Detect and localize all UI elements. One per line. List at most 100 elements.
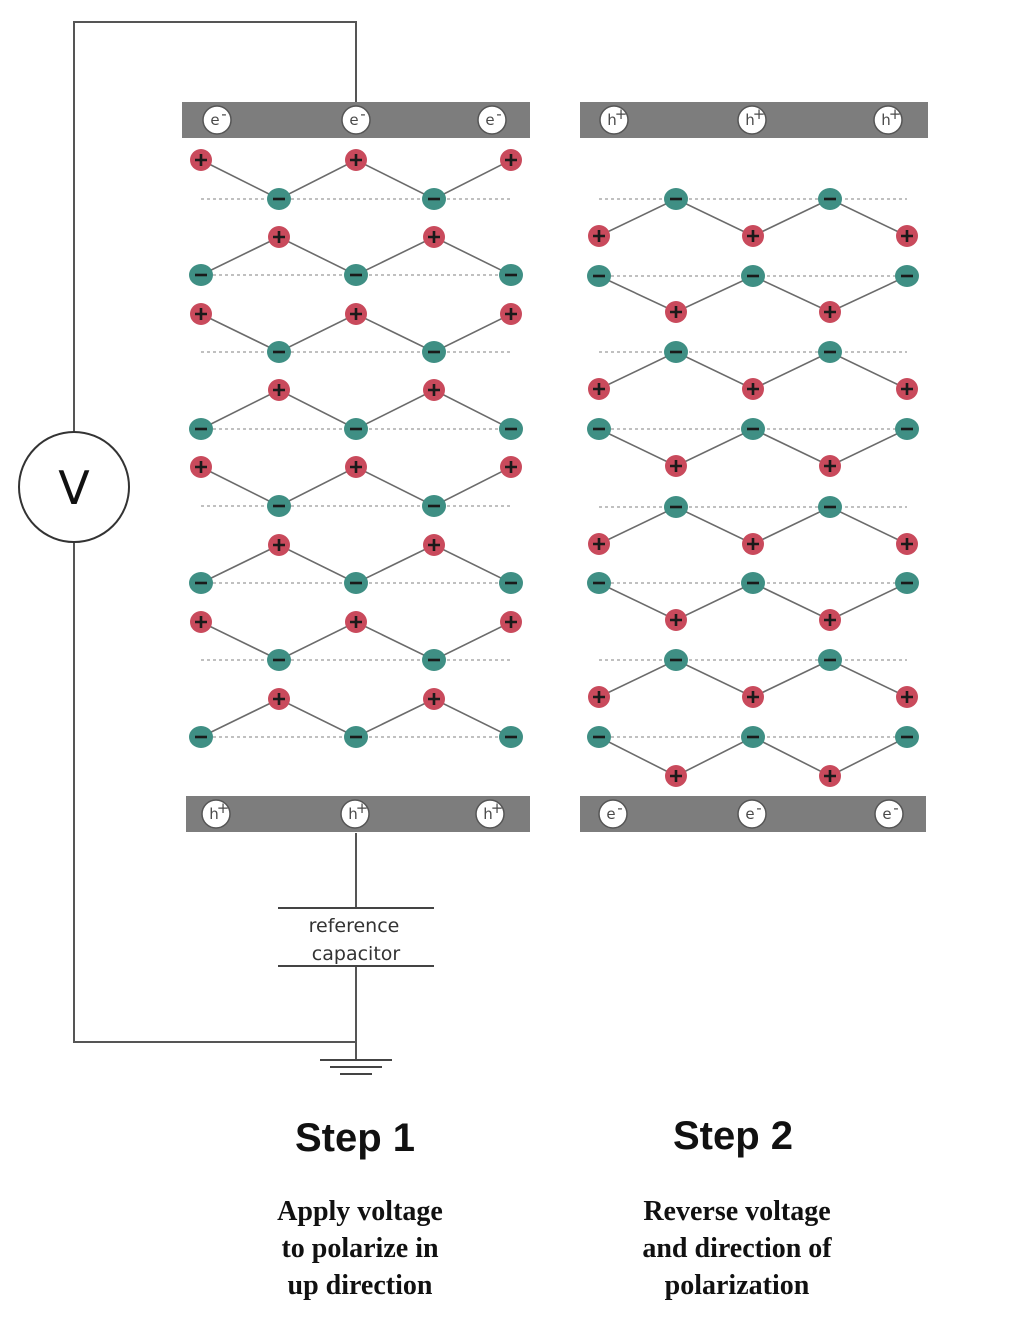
step2-ion-1 (588, 225, 610, 247)
step1-lattice (189, 149, 523, 748)
svg-text:e: e (745, 805, 754, 823)
step1-ion-9 (422, 341, 446, 363)
step2-bottom-charge-1: e- (598, 799, 628, 829)
step1-ion-5 (500, 149, 522, 171)
step1-ion-31 (189, 572, 213, 594)
step2-ion-10 (896, 378, 918, 400)
step2-description-line3: polarization (664, 1270, 810, 1301)
step2-ion-18 (742, 686, 764, 708)
step2-lattice (587, 188, 919, 787)
svg-text:e: e (210, 111, 219, 129)
step2-top-charge-2: h+ (737, 105, 767, 135)
step2-ion-20 (896, 686, 918, 708)
svg-text:h: h (348, 805, 358, 823)
circuit-wires (73, 21, 357, 1060)
svg-text:e: e (485, 111, 494, 129)
step1-ion-22 (268, 226, 290, 248)
step2-ion-22 (665, 301, 687, 323)
svg-text:-: - (617, 799, 622, 817)
step1-bottom-charge-1: h+ (201, 799, 231, 829)
step2-ion-26 (587, 418, 611, 440)
step2-ion-9 (818, 341, 842, 363)
step1-ion-10 (500, 303, 522, 325)
step2-ion-32 (665, 609, 687, 631)
step1-ion-40 (499, 726, 523, 748)
svg-text:h: h (483, 805, 493, 823)
svg-text:+: + (753, 105, 766, 123)
step2-ion-29 (819, 455, 841, 477)
step2-ions (587, 188, 919, 787)
step1-ion-6 (190, 303, 212, 325)
step2-ion-11 (588, 533, 610, 555)
step1-ion-33 (344, 572, 368, 594)
step1-ion-28 (344, 418, 368, 440)
step2-description-line2: and direction of (642, 1233, 832, 1264)
svg-text:e: e (882, 805, 891, 823)
svg-text:+: + (217, 799, 230, 817)
step1-description-line2: to polarize in (281, 1233, 439, 1264)
step1-ion-27 (268, 379, 290, 401)
step1-ion-7 (267, 341, 291, 363)
step1-ion-29 (423, 379, 445, 401)
svg-text:+: + (615, 105, 628, 123)
step1-ion-14 (422, 495, 446, 517)
step1-ion-37 (268, 688, 290, 710)
svg-text:h: h (881, 111, 891, 129)
svg-text:-: - (496, 105, 501, 123)
step1-ion-23 (344, 264, 368, 286)
step1-ions (189, 149, 523, 748)
reference-capacitor: reference capacitor (278, 907, 434, 967)
step1-top-charge-1: e- (202, 105, 232, 135)
step1-description-line3: up direction (287, 1270, 433, 1301)
svg-text:-: - (756, 799, 761, 817)
step2-bottom-plate: e-e-e- (580, 796, 926, 832)
step1-ion-11 (190, 456, 212, 478)
step1-ion-3 (345, 149, 367, 171)
step1-description: Apply voltage to polarize in up directio… (210, 1193, 510, 1304)
svg-text:e: e (606, 805, 615, 823)
svg-text:h: h (209, 805, 219, 823)
step1-ion-20 (500, 611, 522, 633)
step2-ion-5 (896, 225, 918, 247)
step2-ion-12 (664, 496, 688, 518)
capacitor-label-line1: reference (309, 915, 400, 937)
step2-ion-35 (895, 572, 919, 594)
step2-bottom-charge-3: e- (874, 799, 904, 829)
step2-ion-31 (587, 572, 611, 594)
step2-ion-2 (664, 188, 688, 210)
svg-text:h: h (607, 111, 617, 129)
step1-ion-25 (499, 264, 523, 286)
step1-top-charge-3: e- (477, 105, 507, 135)
svg-text:+: + (491, 799, 504, 817)
svg-text:h: h (745, 111, 755, 129)
step2-description: Reverse voltage and direction of polariz… (587, 1193, 887, 1304)
step2-ion-36 (587, 726, 611, 748)
step2-ion-30 (895, 418, 919, 440)
wire-top (73, 21, 357, 435)
step2-bottom-charge-2: e- (737, 799, 767, 829)
step1-description-line1: Apply voltage (277, 1196, 443, 1227)
step1-ion-26 (189, 418, 213, 440)
step2-ion-19 (818, 649, 842, 671)
step1-bottom-charge-3: h+ (475, 799, 505, 829)
step1-ion-2 (267, 188, 291, 210)
step1-ion-38 (344, 726, 368, 748)
step1-ion-17 (267, 649, 291, 671)
voltmeter-icon: V (18, 431, 130, 543)
step1-ion-18 (345, 611, 367, 633)
step2-ion-7 (664, 341, 688, 363)
step2-ion-4 (818, 188, 842, 210)
step1-ion-19 (422, 649, 446, 671)
step2-ion-39 (819, 765, 841, 787)
step2-top-plate: h+h+h+ (580, 102, 928, 138)
step1-ion-35 (499, 572, 523, 594)
step2-ion-27 (665, 455, 687, 477)
step2-ion-37 (665, 765, 687, 787)
step2-ion-8 (742, 378, 764, 400)
step2-ion-33 (741, 572, 765, 594)
step1-ion-13 (345, 456, 367, 478)
step1-bonds (200, 159, 512, 738)
step2-ion-23 (741, 265, 765, 287)
svg-text:+: + (889, 105, 902, 123)
